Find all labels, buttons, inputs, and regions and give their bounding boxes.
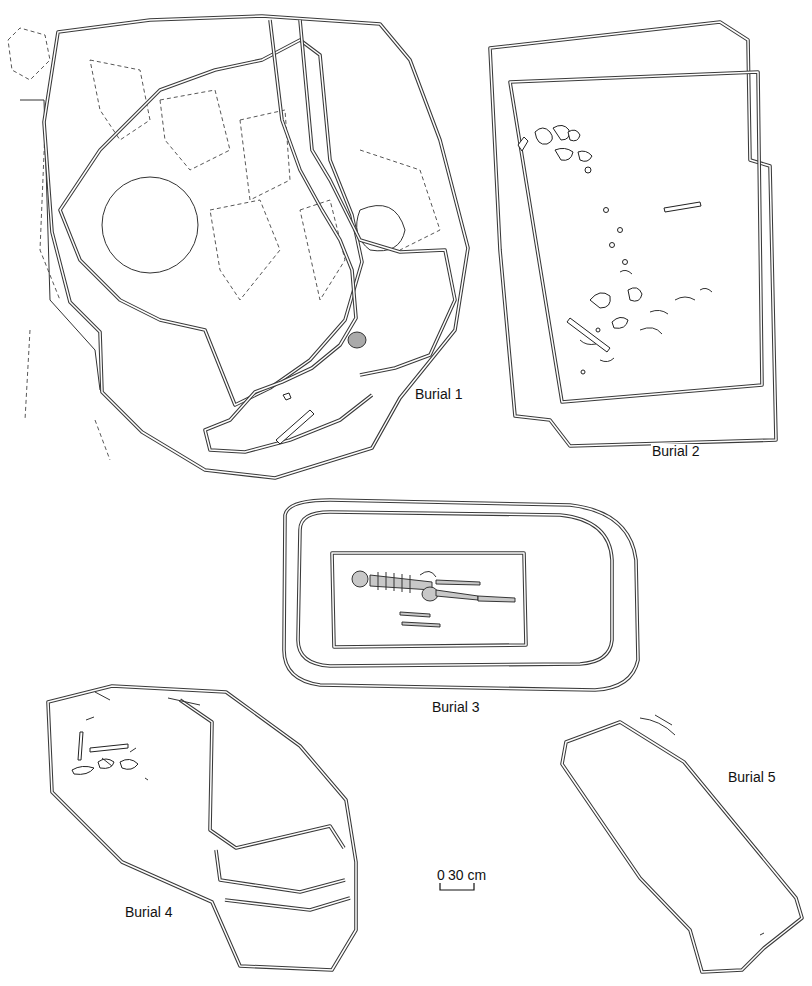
burial-label: Burial 3	[431, 700, 480, 715]
burial-label: Burial 2	[651, 444, 700, 459]
burial-label: Burial 5	[727, 770, 776, 785]
burial-label: Burial 4	[124, 905, 173, 920]
scale-value: 30 cm	[447, 868, 487, 883]
scale-value: 0	[436, 868, 446, 883]
burial-2-plan	[490, 22, 776, 446]
burial-5-plan	[562, 715, 802, 972]
burial-1-plan	[8, 16, 468, 478]
burial-4-plan	[48, 686, 356, 970]
burial-label: Burial 1	[414, 387, 463, 402]
burial-3-plan	[284, 500, 638, 690]
